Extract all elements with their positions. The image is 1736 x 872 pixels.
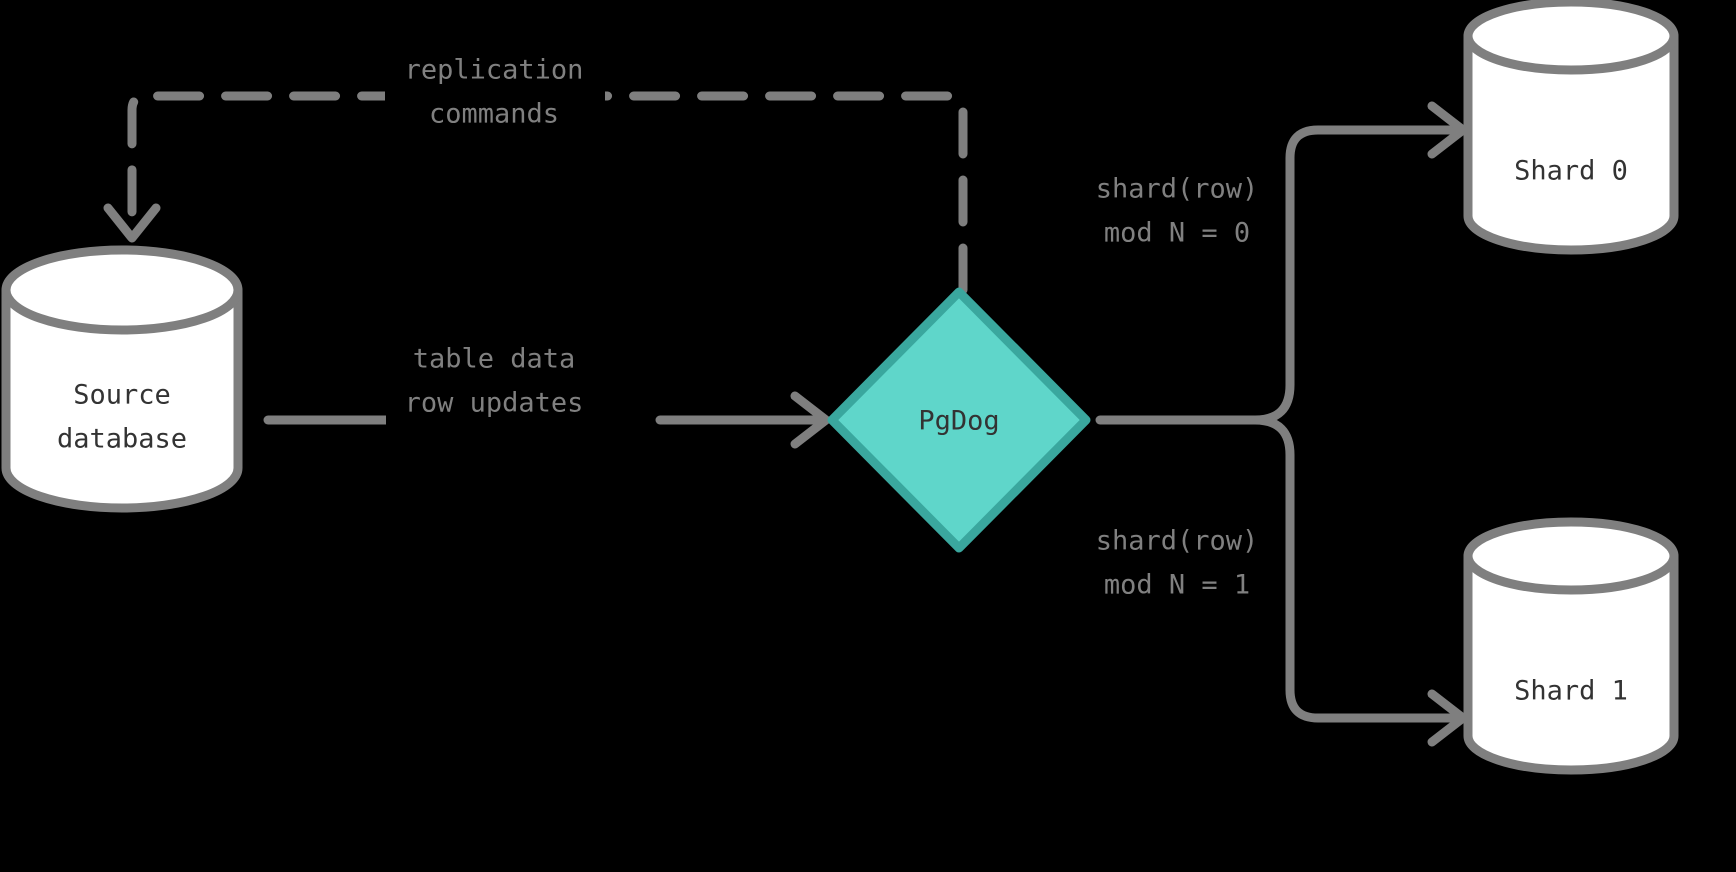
- shard0-cylinder-body: [1463, 31, 1679, 255]
- source-db-label-line2: database: [57, 424, 187, 455]
- replication-label-backdrop: [385, 50, 605, 142]
- split-branch-up: [1250, 125, 1460, 425]
- node-shard-0[interactable]: Shard 0: [1463, 0, 1679, 255]
- replication-dashed-path: [127, 91, 968, 295]
- shard0-route-label-line1: shard(row): [1096, 174, 1259, 205]
- shard0-route-label-line2: mod N = 0: [1104, 218, 1250, 249]
- source-db-cylinder-body: [1, 285, 243, 513]
- edge-pgdog-split: [1095, 101, 1468, 747]
- edge-replication-commands: [103, 91, 968, 295]
- table-data-label-line2: row updates: [405, 388, 584, 419]
- shard1-cylinder-top: [1463, 517, 1679, 595]
- shard0-arrowhead-icon: [1427, 101, 1468, 159]
- table-data-label-backdrop: [386, 338, 604, 428]
- edge-label-replication: replication commands: [385, 50, 605, 142]
- table-data-label-line1: table data: [413, 344, 576, 375]
- source-db-cylinder-top: [1, 245, 243, 335]
- table-data-arrowhead-icon: [790, 391, 831, 449]
- shard0-label: Shard 0: [1514, 156, 1628, 187]
- shard1-arrowhead-icon: [1427, 689, 1468, 747]
- source-db-label-line1: Source: [73, 380, 171, 411]
- shard1-cylinder-body: [1463, 551, 1679, 775]
- node-shard-1[interactable]: Shard 1: [1463, 517, 1679, 775]
- shard1-label: Shard 1: [1514, 676, 1628, 707]
- edge-label-table-data: table data row updates: [386, 338, 604, 428]
- split-branch-down: [1250, 415, 1460, 723]
- shard0-cylinder-top: [1463, 0, 1679, 75]
- replication-label-line1: replication: [405, 55, 584, 86]
- shard1-route-label-line1: shard(row): [1096, 526, 1259, 557]
- pgdog-diamond-shape: [827, 287, 1091, 553]
- node-pgdog[interactable]: PgDog: [827, 287, 1091, 553]
- edge-label-shard1-route: shard(row) mod N = 1: [1096, 526, 1259, 601]
- node-source-database[interactable]: Source database: [1, 245, 243, 513]
- shard1-route-label-line2: mod N = 1: [1104, 570, 1250, 601]
- edge-label-shard0-route: shard(row) mod N = 0: [1096, 174, 1259, 249]
- replication-arrowhead-icon: [103, 203, 161, 243]
- replication-label-line2: commands: [429, 99, 559, 130]
- pgdog-label: PgDog: [918, 406, 999, 437]
